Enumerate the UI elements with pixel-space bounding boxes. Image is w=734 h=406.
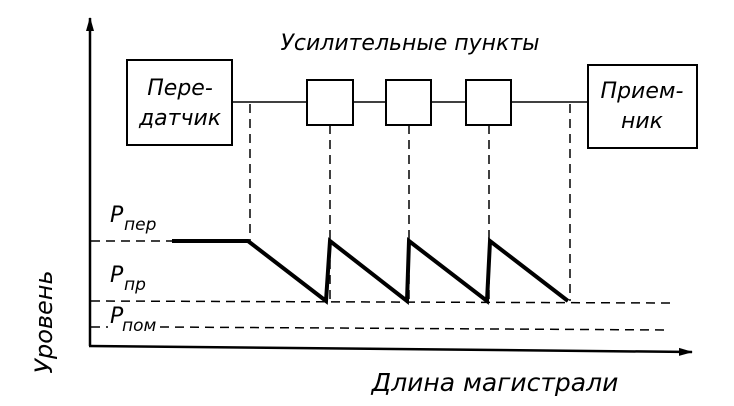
transmitter-label-2: датчик	[138, 106, 222, 131]
amplifier-box	[306, 79, 354, 126]
level-label-receive: P пр	[110, 263, 146, 295]
level-label-noise: P пом	[110, 304, 157, 336]
transmitter-box: Пере- датчик	[126, 59, 233, 146]
level-symbol: P	[110, 203, 124, 228]
level-subscript: пр	[124, 275, 146, 295]
level-subscript: пер	[124, 215, 157, 235]
level-profile	[172, 237, 570, 305]
amplifier-box	[465, 79, 512, 126]
level-line-receive	[90, 300, 671, 304]
level-line-noise	[159, 326, 671, 331]
receiver-label-1: Прием-	[601, 79, 684, 104]
x-axis	[88, 344, 693, 356]
amplifiers-title: Усилительные пункты	[280, 31, 539, 56]
level-label-transmit: P пер	[110, 203, 157, 235]
receiver-box: Прием- ник	[587, 64, 698, 149]
x-axis-label: Длина магистрали	[371, 368, 619, 397]
y-axis-label: Уровень	[30, 270, 58, 373]
receiver-label-2: ник	[621, 109, 664, 134]
level-subscript: пом	[122, 316, 157, 336]
level-symbol: P	[110, 263, 124, 288]
level-symbol: P	[110, 304, 124, 329]
transmitter-label-1: Пере-	[147, 76, 213, 101]
amplifier-box	[385, 79, 432, 126]
